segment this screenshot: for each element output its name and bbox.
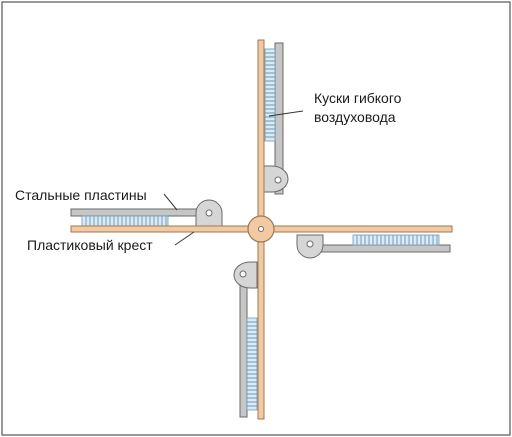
- leader-line-plastic-cross: [174, 231, 195, 246]
- hinge-bracket-top: [263, 165, 289, 193]
- flexible-duct-bottom: [246, 317, 258, 411]
- label-steel-plates: Стальные пластины: [15, 187, 147, 203]
- hinge-bracket-left: [195, 199, 223, 227]
- flexible-duct-right: [352, 234, 440, 246]
- steel-plate-left: [70, 208, 202, 217]
- steel-plate-bottom: [239, 279, 248, 418]
- label-plastic-cross: Пластиковый крест: [27, 237, 153, 253]
- flexible-duct-left: [81, 215, 169, 227]
- hinge-bracket-right: [296, 234, 324, 259]
- label-flexible-duct-line1: Куски гибкого: [314, 90, 402, 106]
- flexible-duct-top: [264, 48, 276, 142]
- center-pivot-icon: [258, 226, 264, 232]
- hinge-bracket-bottom: [233, 261, 258, 289]
- steel-plate-right: [305, 244, 451, 253]
- label-flexible-duct-line2: воздуховода: [314, 109, 396, 125]
- leader-line-flexible-duct: [268, 110, 304, 117]
- leader-line-steel-plates: [163, 193, 178, 211]
